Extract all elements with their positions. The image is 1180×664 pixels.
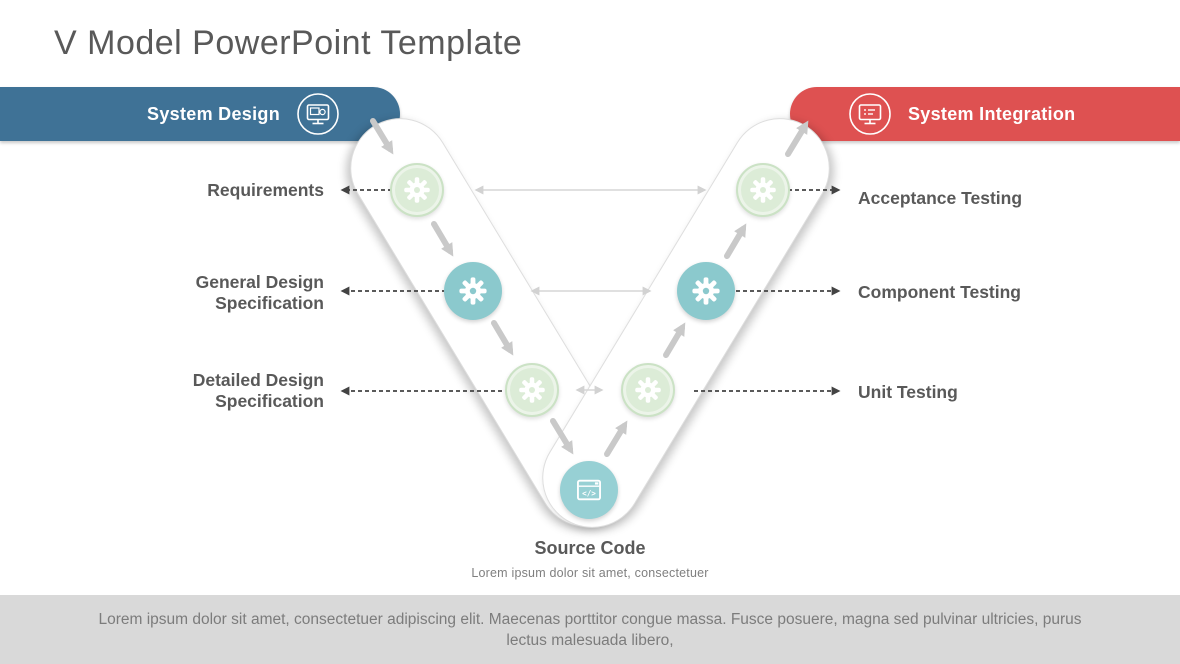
monitor-checklist-icon	[848, 92, 892, 136]
source-code-caption: Lorem ipsum dolor sit amet, consectetuer	[471, 566, 709, 580]
svg-text:</>: </>	[582, 489, 596, 498]
code-window-icon: </>	[577, 479, 601, 501]
node-requirements	[390, 163, 444, 217]
node-component-testing	[677, 262, 735, 320]
label-requirements: Requirements	[207, 180, 324, 200]
node-unit-testing	[621, 363, 675, 417]
label-component-testing: Component Testing	[858, 282, 1021, 302]
page-title: V Model PowerPoint Template	[54, 24, 523, 62]
node-detailed-design	[505, 363, 559, 417]
system-integration-label: System Integration	[908, 103, 1076, 124]
label-acceptance-testing: Acceptance Testing	[858, 188, 1023, 208]
system-integration-banner: System Integration	[790, 87, 1180, 141]
label-general-design-specification: General Design Specification	[195, 272, 324, 313]
gear-icon	[635, 377, 661, 403]
system-design-banner: System Design	[0, 87, 400, 141]
gear-icon	[692, 277, 720, 305]
footer-bar: Lorem ipsum dolor sit amet, consectetuer…	[0, 595, 1180, 664]
monitor-gear-icon	[296, 92, 340, 136]
node-source-code: </>	[560, 461, 618, 519]
gear-icon	[459, 277, 487, 305]
source-code-title: Source Code	[534, 538, 646, 558]
label-unit-testing: Unit Testing	[858, 382, 958, 402]
system-design-label: System Design	[147, 103, 280, 124]
gear-icon	[750, 177, 776, 203]
gear-icon	[519, 377, 545, 403]
node-acceptance-testing	[736, 163, 790, 217]
footer-text: Lorem ipsum dolor sit amet, consectetuer…	[98, 611, 1082, 649]
label-detailed-design-specification: Detailed Design Specification	[192, 370, 324, 411]
node-general-design	[444, 262, 502, 320]
gear-icon	[404, 177, 430, 203]
